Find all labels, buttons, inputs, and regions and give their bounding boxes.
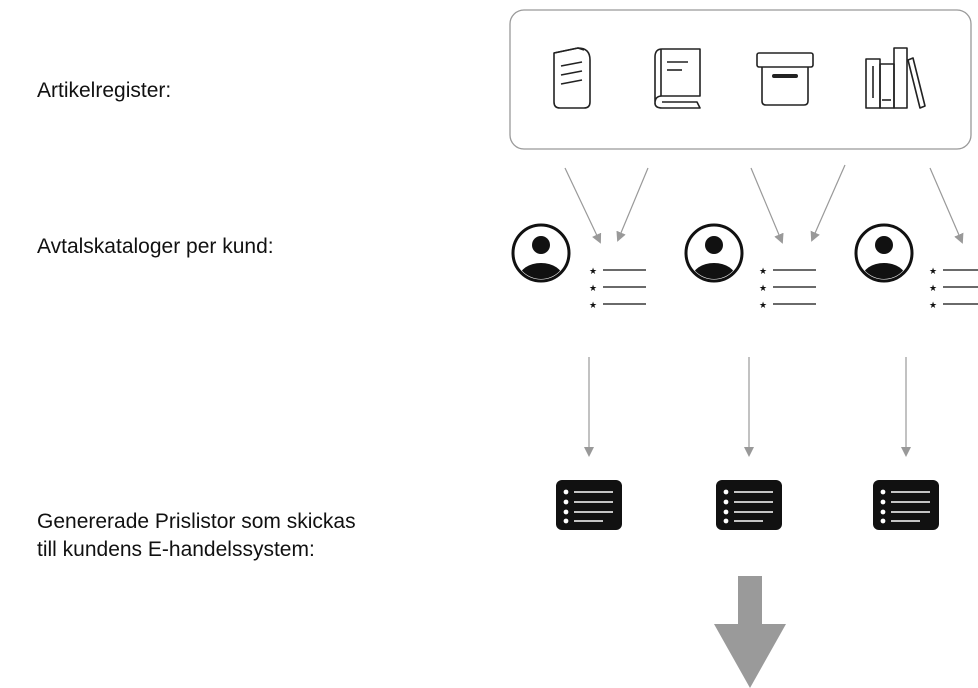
svg-text:★: ★	[759, 284, 767, 294]
arrow-register-to-catalog-2a	[750, 167, 784, 244]
price-lists-label: Genererade Prislistor som skickas till k…	[37, 508, 356, 564]
arrow-register-to-catalog-1a	[564, 167, 602, 244]
article-register-box	[509, 9, 972, 150]
price-lists-label-line-2: till kundens E-handelssystem:	[37, 538, 315, 561]
archive-box-icon	[756, 52, 814, 106]
list-document-icon	[556, 480, 622, 530]
big-down-arrow	[714, 576, 786, 688]
book-icon	[654, 48, 701, 109]
arrow-register-to-catalog-1b	[616, 167, 649, 242]
list-document-icon	[716, 480, 782, 530]
arrow-register-to-catalog-3a	[929, 167, 964, 244]
starred-list-icon: ★ ★ ★	[589, 267, 646, 311]
svg-text:★: ★	[589, 284, 597, 294]
svg-text:★: ★	[759, 301, 767, 311]
list-document-icon	[873, 480, 939, 530]
svg-text:★: ★	[589, 267, 597, 277]
starred-list-icon: ★ ★ ★	[759, 267, 816, 311]
article-register-label: Artikelregister:	[37, 79, 172, 102]
user-avatar-icon	[854, 223, 914, 283]
bookshelf-icon	[865, 47, 926, 109]
agreement-catalogs-label: Avtalskataloger per kund:	[37, 235, 274, 258]
svg-text:★: ★	[759, 267, 767, 277]
register-to-catalog-arrows	[564, 164, 964, 244]
svg-text:★: ★	[929, 267, 937, 277]
user-avatar-icon	[684, 223, 744, 283]
arrow-register-to-catalog-2b	[810, 164, 846, 242]
catalog-to-pricelist-arrows	[584, 357, 911, 457]
svg-text:★: ★	[589, 301, 597, 311]
user-avatar-icon	[511, 223, 571, 283]
price-lists-label-line-1: Genererade Prislistor som skickas	[37, 510, 356, 533]
folded-document-icon	[553, 47, 591, 109]
svg-text:★: ★	[929, 301, 937, 311]
starred-list-icon: ★ ★ ★	[929, 267, 978, 311]
svg-text:★: ★	[929, 284, 937, 294]
